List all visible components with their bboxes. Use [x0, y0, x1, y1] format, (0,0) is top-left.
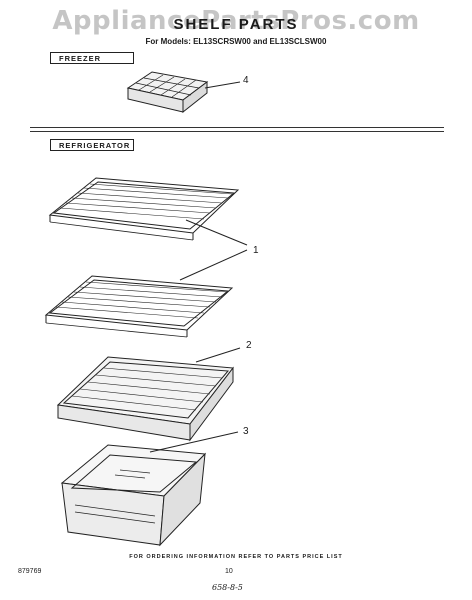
- callout-number-4: 4: [243, 75, 249, 86]
- model-subtitle: For Models: EL13SCRSW00 and EL13SCLSW00: [145, 37, 327, 46]
- section-divider: [30, 131, 444, 132]
- handwritten-note: 658-8-5: [212, 583, 243, 592]
- section-divider: [30, 127, 444, 128]
- ordering-note: FOR ORDERING INFORMATION REFER TO PARTS …: [129, 554, 343, 560]
- watermark: AppliancePartsPros.com: [52, 6, 420, 36]
- diagram-number: 879769: [18, 568, 42, 575]
- section-label-freezer: FREEZER: [50, 52, 134, 64]
- wire-shelf-lower: [44, 249, 248, 338]
- crisper-drawer-part: [60, 431, 239, 547]
- wire-shelf-upper: [48, 177, 248, 246]
- ice-tray-part: [126, 71, 241, 114]
- callout-number-3: 3: [243, 426, 249, 437]
- section-label-refrigerator: REFRIGERATOR: [50, 139, 134, 151]
- page-title: SHELF PARTS: [173, 16, 299, 33]
- shelf-frame-part: [56, 347, 241, 442]
- page-number: 10: [225, 568, 233, 575]
- callout-number-2: 2: [246, 340, 252, 351]
- callout-number-1: 1: [253, 245, 259, 256]
